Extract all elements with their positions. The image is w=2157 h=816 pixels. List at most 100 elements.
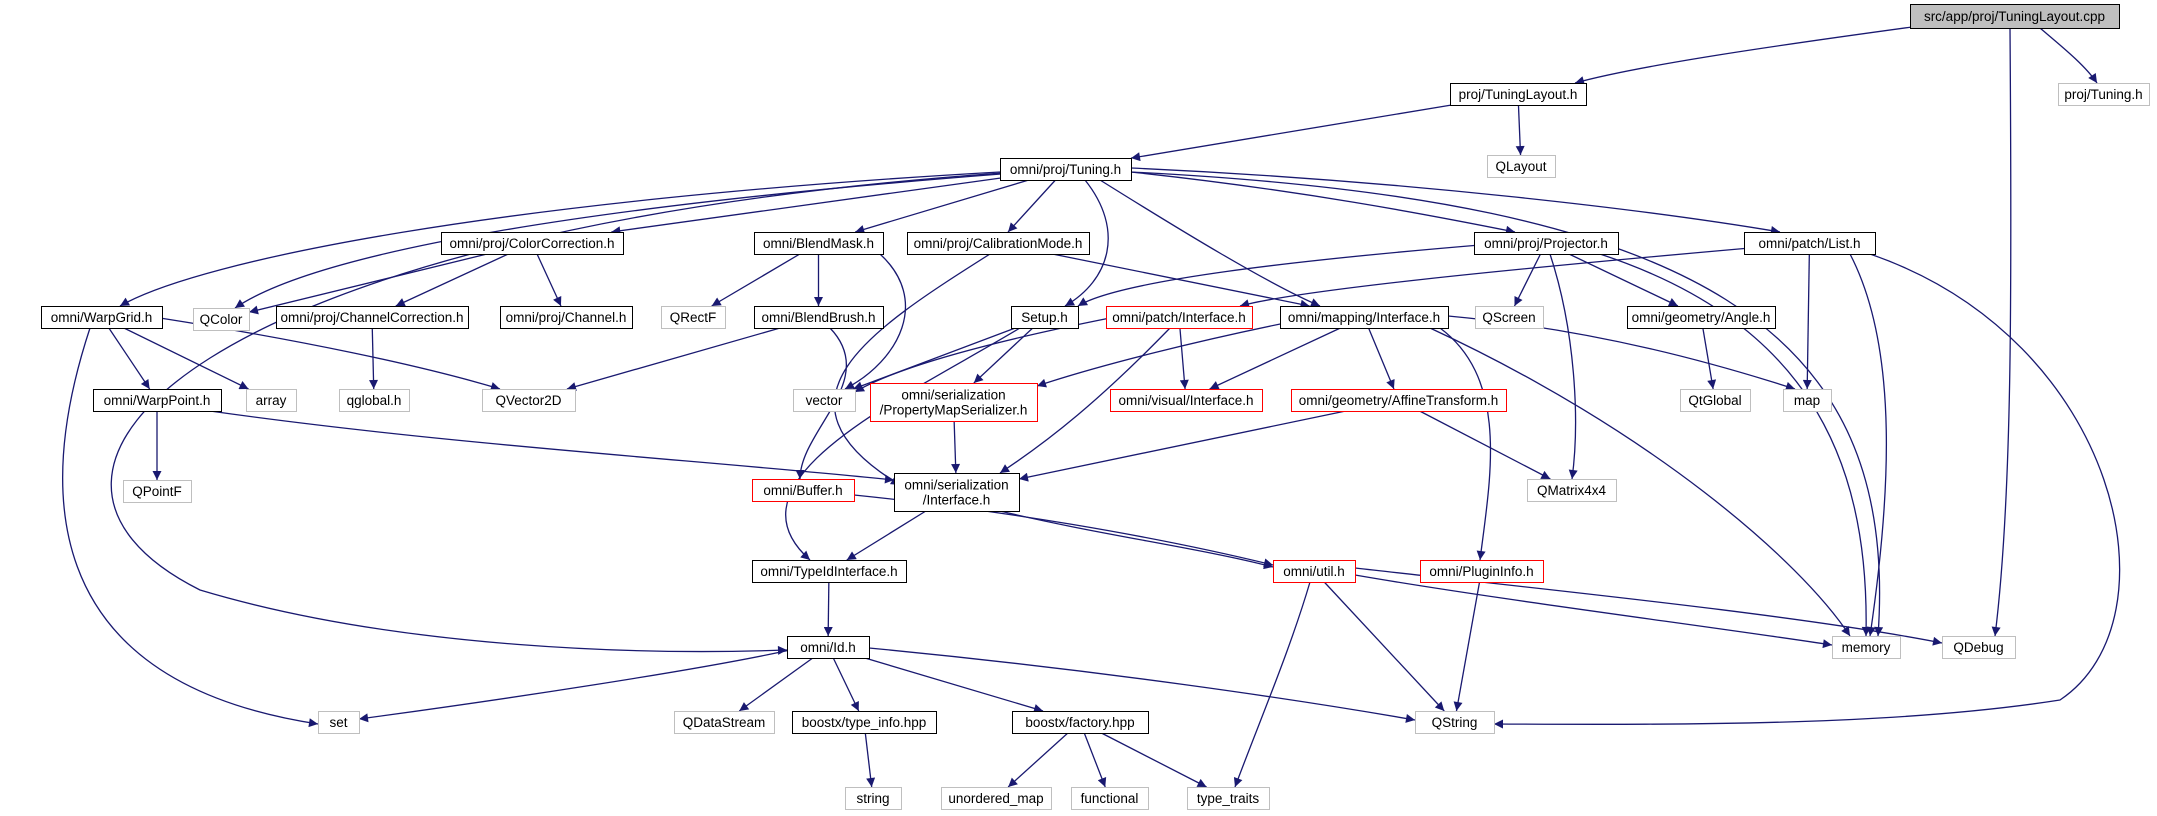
node-box <box>1187 787 1270 810</box>
edge-mapping_interface_h-to-memory <box>1429 327 1851 637</box>
node-box <box>1527 479 1617 502</box>
node-visual-interface-h[interactable]: omni/visual/Interface.h <box>1110 389 1263 412</box>
node-array: array <box>246 389 297 412</box>
node-box <box>1110 389 1263 412</box>
node-label: unordered_map <box>948 791 1043 806</box>
node-patch-list-h[interactable]: omni/patch/List.h <box>1744 232 1876 255</box>
node-affinetransform-h[interactable]: omni/geometry/AffineTransform.h <box>1291 389 1507 412</box>
edge-typeidinterface_h-to-id_h <box>823 581 833 637</box>
node-buffer-h[interactable]: omni/Buffer.h <box>752 479 855 502</box>
edge-setup_h-to-typeidinterface_h <box>785 327 1021 561</box>
node-box <box>1832 636 1901 659</box>
edge-id_h-to-qstring <box>868 647 1416 723</box>
node-box <box>1942 636 2016 659</box>
node-tuninglayout-h[interactable]: proj/TuningLayout.h <box>1450 83 1587 106</box>
edge-root-to-qdebug <box>1991 27 2012 637</box>
node-serialization-interface-h[interactable]: omni/serialization/Interface.h <box>894 473 1020 512</box>
edge-projector_h-to-qmatrix4x4 <box>1549 253 1578 480</box>
edge-omni_proj_tuning_h-to-calibrationmode_h <box>1007 179 1056 233</box>
node-label: omni/PluginInfo.h <box>1429 564 1533 579</box>
node-string: string <box>845 787 902 810</box>
node-box <box>845 787 902 810</box>
node-omni-proj-tuning-h[interactable]: omni/proj/Tuning.h <box>1000 158 1132 181</box>
node-label: QtGlobal <box>1688 393 1741 408</box>
edge-omni_proj_tuning_h-to-warpgrid_h <box>119 171 1001 307</box>
node-set: set <box>318 711 360 734</box>
node-type-info-hpp[interactable]: boostx/type_info.hpp <box>792 711 937 734</box>
node-warpgrid-h[interactable]: omni/WarpGrid.h <box>41 306 163 329</box>
node-label: /PropertyMapSerializer.h <box>880 403 1028 418</box>
node-label: omni/patch/Interface.h <box>1112 310 1246 325</box>
edge-factory_hpp-to-functional <box>1083 732 1107 788</box>
node-label: omni/Id.h <box>800 640 856 655</box>
edge-patch_interface_h-to-visual_interface_h <box>1179 327 1189 390</box>
node-blendmask-h[interactable]: omni/BlendMask.h <box>754 232 884 255</box>
node-channelcorrection-h[interactable]: omni/proj/ChannelCorrection.h <box>276 306 469 329</box>
edge-affinetransform_h-to-serialization_interface_h <box>1018 410 1346 482</box>
edge-id_h-to-factory_hpp <box>864 657 1044 713</box>
node-projector-h[interactable]: omni/proj/Projector.h <box>1474 232 1619 255</box>
edge-omni_proj_tuning_h-to-setup_h <box>1064 179 1109 307</box>
node-box <box>1071 787 1149 810</box>
node-qdatastream: QDataStream <box>674 711 775 734</box>
edge-id_h-to-set <box>358 649 791 723</box>
node-box <box>1273 560 1356 583</box>
node-factory-hpp[interactable]: boostx/factory.hpp <box>1012 711 1149 734</box>
node-label: QVector2D <box>495 393 561 408</box>
node-box <box>1106 306 1253 329</box>
node-label: QDataStream <box>683 715 766 730</box>
node-colorcorrection-h[interactable]: omni/proj/ColorCorrection.h <box>441 232 624 255</box>
node-qstring: QString <box>1415 711 1495 734</box>
node-patch-interface-h[interactable]: omni/patch/Interface.h <box>1106 306 1253 329</box>
edge-id_h-to-type_info_hpp <box>832 657 860 712</box>
node-box <box>674 711 775 734</box>
node-label: QDebug <box>1953 640 2003 655</box>
node-label: vector <box>806 393 843 408</box>
node-box <box>1783 389 1832 412</box>
node-calibrationmode-h[interactable]: omni/proj/CalibrationMode.h <box>907 232 1090 255</box>
node-label: QColor <box>200 312 243 327</box>
node-label: omni/proj/CalibrationMode.h <box>914 236 1083 251</box>
edge-mapping_interface_h-to-plugininfo_h <box>1439 327 1492 561</box>
edge-serialization_interface_h-to-typeidinterface_h <box>846 510 927 561</box>
node-channel-h[interactable]: omni/proj/Channel.h <box>500 306 633 329</box>
node-root: src/app/proj/TuningLayout.cpp <box>1910 4 2120 29</box>
node-label: omni/BlendBrush.h <box>761 310 875 325</box>
node-setup-h[interactable]: Setup.h <box>1011 306 1079 329</box>
node-blendbrush-h[interactable]: omni/BlendBrush.h <box>754 306 884 329</box>
node-warppoint-h[interactable]: omni/WarpPoint.h <box>93 389 222 412</box>
node-box <box>754 306 884 329</box>
node-id-h[interactable]: omni/Id.h <box>787 636 870 659</box>
node-typeidinterface-h[interactable]: omni/TypeIdInterface.h <box>752 560 907 583</box>
edge-blendmask_h-to-qrectf <box>711 253 801 307</box>
node-label: omni/serialization <box>901 388 1005 403</box>
node-box <box>1474 232 1619 255</box>
edge-warpgrid_h-to-set <box>62 327 319 728</box>
edge-calibrationmode_h-to-mapping_interface_h <box>1052 253 1310 309</box>
node-label: omni/geometry/Angle.h <box>1632 310 1771 325</box>
node-box <box>793 389 856 412</box>
node-box <box>1744 232 1876 255</box>
node-propertymapserializer-h[interactable]: omni/serialization/PropertyMapSerializer… <box>870 383 1038 422</box>
node-box <box>792 711 937 734</box>
node-mapping-interface-h[interactable]: omni/mapping/Interface.h <box>1280 306 1449 329</box>
node-label: omni/proj/Projector.h <box>1484 236 1608 251</box>
edge-blendmask_h-to-vector <box>844 253 907 390</box>
node-box <box>1450 83 1587 106</box>
edge-util_h-to-type_traits <box>1233 581 1311 788</box>
node-util-h[interactable]: omni/util.h <box>1273 560 1356 583</box>
edge-factory_hpp-to-unordered_map <box>1007 732 1069 788</box>
node-memory: memory <box>1832 636 1901 659</box>
edge-affinetransform_h-to-qmatrix4x4 <box>1419 410 1551 480</box>
node-box <box>941 787 1052 810</box>
node-plugininfo-h[interactable]: omni/PluginInfo.h <box>1420 560 1544 583</box>
node-label: omni/patch/List.h <box>1758 236 1860 251</box>
node-angle-h[interactable]: omni/geometry/Angle.h <box>1627 306 1776 329</box>
node-label: string <box>856 791 889 806</box>
edge-projector_h-to-setup_h <box>1077 244 1481 307</box>
edge-warpgrid_h-to-warppoint_h <box>108 327 151 390</box>
node-label: type_traits <box>1197 791 1260 806</box>
node-label: omni/BlendMask.h <box>763 236 874 251</box>
node-box <box>1012 711 1149 734</box>
node-box <box>276 306 469 329</box>
